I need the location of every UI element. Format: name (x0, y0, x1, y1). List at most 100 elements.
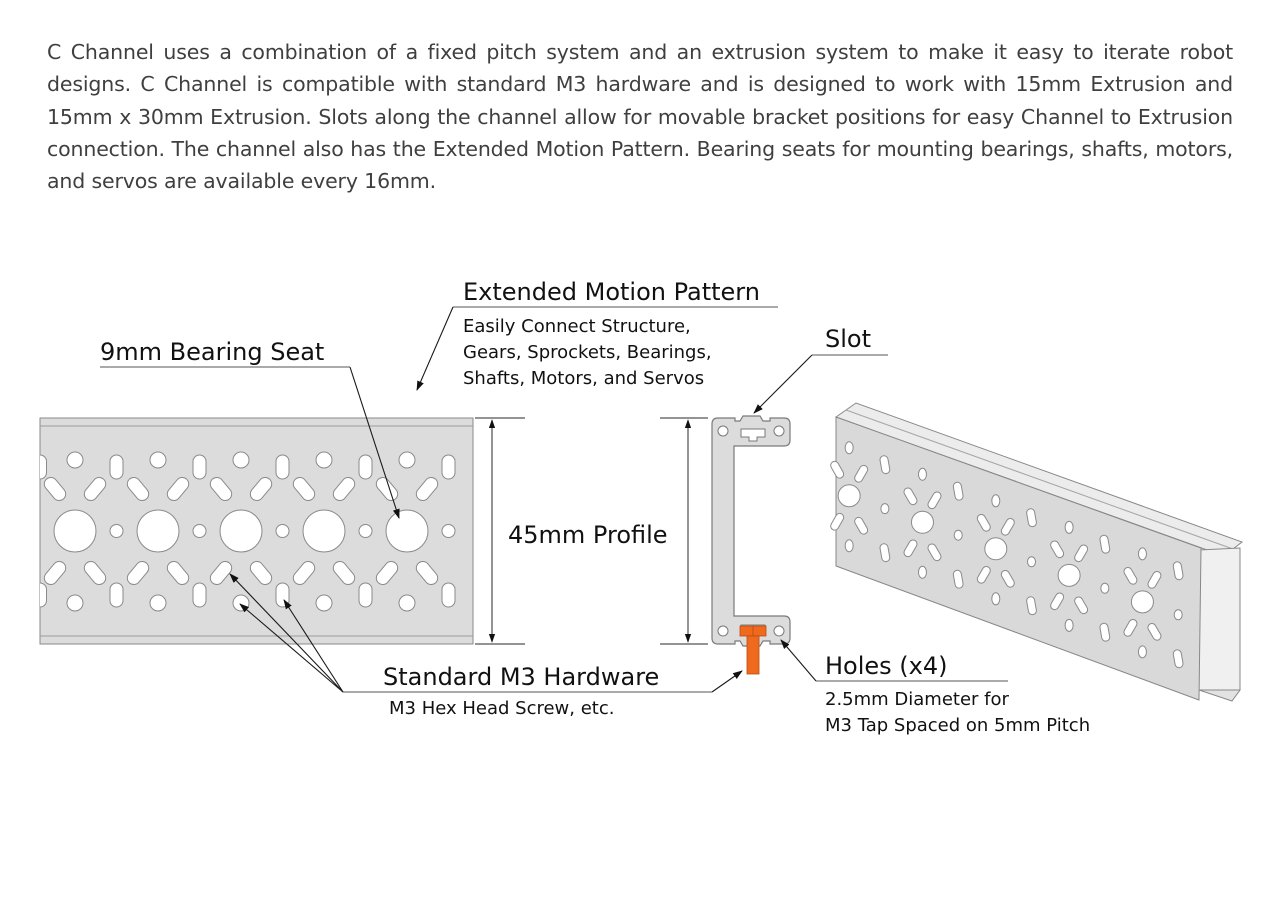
slot-hole (249, 561, 273, 585)
round-hole (1064, 618, 1074, 632)
slot-hole (375, 561, 399, 585)
m3-screw (739, 625, 767, 675)
slot-hole (358, 524, 373, 538)
slot-hole (332, 477, 356, 501)
slot-hole (1172, 561, 1184, 581)
slot-hole (292, 561, 316, 585)
emp-desc-line-3: Shafts, Motors, and Servos (463, 368, 704, 389)
slot-hole (192, 524, 207, 538)
tap-hole (773, 625, 785, 637)
side-face (1198, 547, 1241, 691)
holes-title: Holes (x4) (825, 652, 948, 680)
slot-label: Slot (825, 325, 871, 353)
round-hole (232, 451, 250, 469)
round-hole (991, 494, 1001, 508)
slot-hole (275, 524, 290, 538)
slot-hole (249, 477, 273, 501)
slot-hole (1000, 569, 1015, 588)
label-extended-motion-pattern: Extended Motion Pattern Easily Connect S… (416, 278, 778, 391)
slot-hole (1000, 517, 1015, 536)
slot-hole (927, 491, 942, 510)
bearing-seat-label: 9mm Bearing Seat (100, 338, 324, 366)
slot-hole (830, 460, 845, 479)
slot-hole (1074, 596, 1089, 615)
hole-pattern-3d (830, 441, 1184, 669)
round-hole (398, 594, 416, 612)
slot-hole (358, 582, 373, 608)
slot-hole (1050, 540, 1065, 559)
slot-hole (415, 561, 439, 585)
round-hole (1064, 520, 1074, 534)
label-slot: Slot (753, 325, 888, 414)
emp-desc-line-2: Gears, Sprockets, Bearings, (463, 342, 712, 363)
slot-hole (40, 582, 47, 608)
profile-label: 45mm Profile (508, 521, 668, 549)
slot-hole (1099, 622, 1111, 642)
slot-hole (209, 561, 233, 585)
slot-hole (166, 477, 190, 501)
slot-hole (415, 477, 439, 501)
emp-title: Extended Motion Pattern (463, 278, 760, 306)
slot-hole (83, 561, 107, 585)
slot-hole (1026, 596, 1037, 616)
round-hole (232, 594, 250, 612)
slot-hole (441, 524, 456, 538)
round-hole (844, 539, 854, 553)
slot-hole (1147, 623, 1162, 641)
bearing-seat-hole (1130, 590, 1154, 614)
slot-hole (879, 543, 891, 563)
hardware-title: Standard M3 Hardware (383, 663, 659, 691)
slot-hole (126, 561, 150, 585)
hardware-desc: M3 Hex Head Screw, etc. (389, 698, 614, 719)
round-hole (315, 594, 333, 612)
slot-hole (275, 454, 290, 480)
emp-desc-line-1: Easily Connect Structure, (463, 316, 691, 337)
tap-hole (773, 425, 785, 437)
round-hole (880, 503, 890, 515)
bearing-seat-hole (385, 509, 429, 553)
profile-dimension: 45mm Profile (475, 417, 708, 645)
bearing-seat-hole (910, 510, 934, 534)
round-hole (149, 594, 167, 612)
round-hole (1137, 547, 1147, 561)
slot-hole (952, 481, 964, 501)
round-hole (398, 451, 416, 469)
slot-hole (126, 477, 150, 501)
bearing-seat-hole (136, 509, 180, 553)
channel-3d-view (830, 402, 1244, 702)
slot-hole (358, 454, 373, 480)
round-hole (844, 441, 854, 455)
bearing-seat-hole (53, 509, 97, 553)
slot-hole (1172, 649, 1184, 669)
channel-cross-section (711, 415, 791, 675)
slot-hole (976, 513, 991, 532)
holes-desc-line-2: M3 Tap Spaced on 5mm Pitch (825, 715, 1090, 736)
holes-desc-line-1: 2.5mm Diameter for (825, 689, 1010, 710)
slot-hole (1123, 567, 1138, 585)
slot-hole (1099, 534, 1111, 554)
hole-pattern (40, 451, 456, 612)
slot-hole (927, 543, 942, 562)
tap-hole (717, 425, 729, 437)
slot-hole (903, 487, 918, 506)
round-hole (991, 592, 1001, 606)
round-hole (917, 467, 927, 481)
slot-hole (109, 582, 124, 608)
bearing-seat-hole (219, 509, 263, 553)
round-hole (315, 451, 333, 469)
label-standard-m3-hardware: Standard M3 Hardware M3 Hex Head Screw, … (229, 573, 743, 719)
bearing-seat-hole (1057, 563, 1081, 587)
cross-section-profile (711, 415, 791, 647)
label-bearing-seat: 9mm Bearing Seat (100, 338, 400, 519)
round-hole (1027, 556, 1037, 568)
slot-hole (854, 464, 869, 483)
slot-hole (952, 569, 964, 589)
bearing-seat-hole (302, 509, 346, 553)
round-hole (149, 451, 167, 469)
round-hole (66, 594, 84, 612)
slot-hole (83, 477, 107, 501)
slot-hole (854, 516, 869, 535)
round-hole (953, 529, 963, 541)
slot-hole (192, 582, 207, 608)
